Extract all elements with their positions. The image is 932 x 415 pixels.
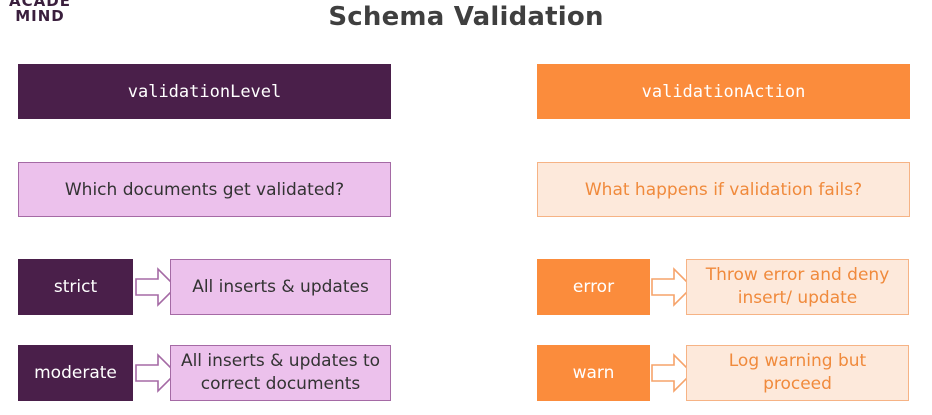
right-arrow-icon (651, 267, 694, 307)
error-label: error (537, 259, 650, 315)
academind-logo: ACADE MIND (0, 0, 90, 25)
validation-level-question: Which documents get validated? (18, 162, 391, 217)
error-result: Throw error and deny insert/ update (686, 259, 909, 315)
logo-line-2: MIND (15, 7, 65, 26)
warn-result: Log warning but proceed (686, 345, 909, 401)
logo-line-1: ACADE (9, 0, 71, 10)
moderate-label: moderate (18, 345, 133, 401)
right-arrow-icon (135, 267, 178, 307)
warn-label: warn (537, 345, 650, 401)
validation-level-header: validationLevel (18, 64, 391, 119)
strict-result: All inserts & updates (170, 259, 391, 315)
validation-action-header: validationAction (537, 64, 910, 119)
right-arrow-icon (135, 353, 178, 393)
validation-action-question: What happens if validation fails? (537, 162, 910, 217)
page-title: Schema Validation (328, 2, 604, 32)
moderate-result: All inserts & updates to correct documen… (170, 345, 391, 401)
right-arrow-icon (651, 353, 694, 393)
strict-label: strict (18, 259, 133, 315)
